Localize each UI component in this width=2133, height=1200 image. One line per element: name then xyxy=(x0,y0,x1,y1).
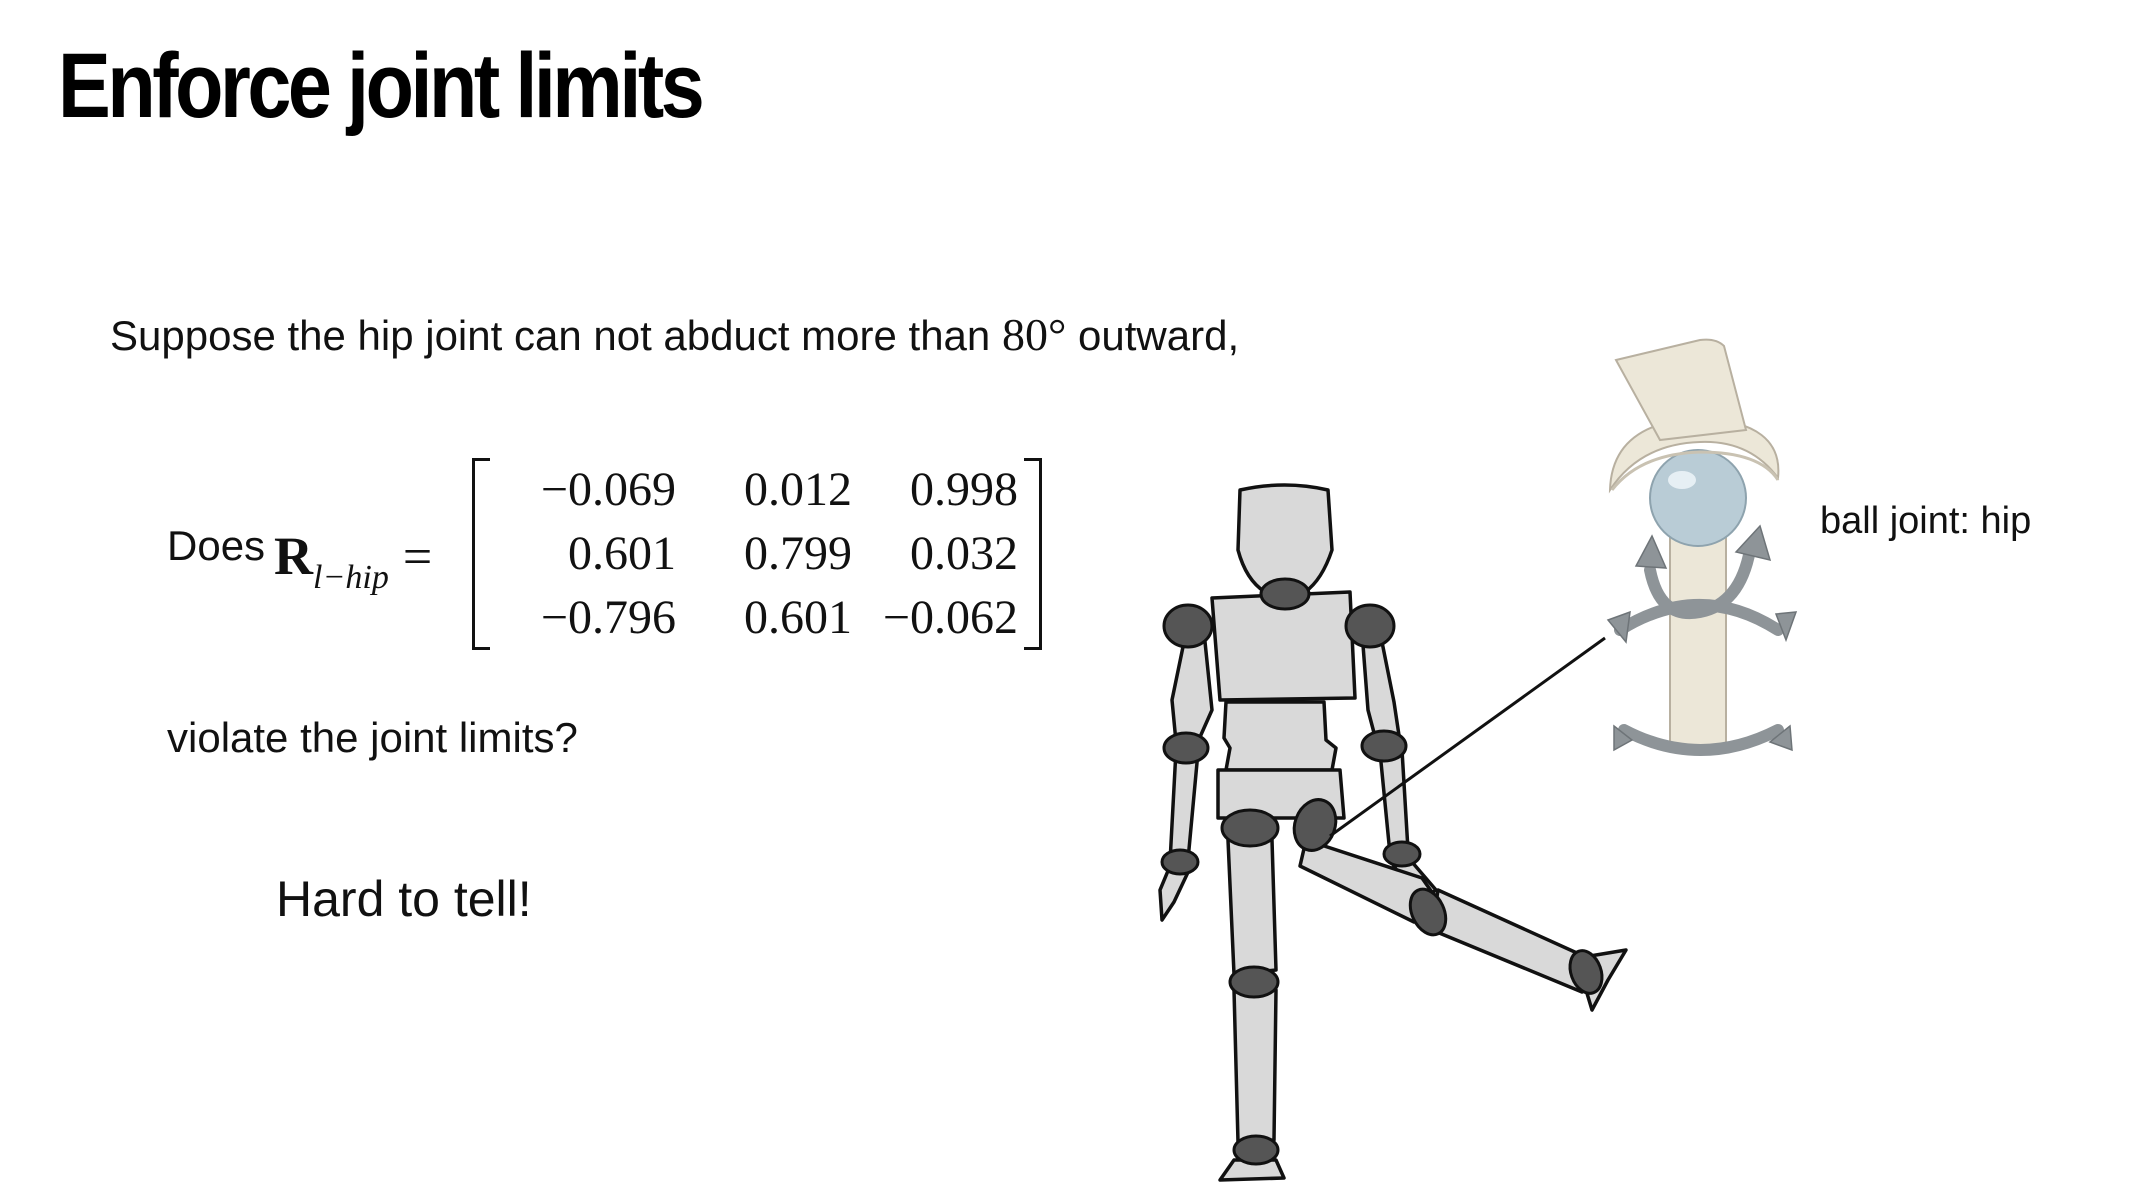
mannequin-knee-joint-right xyxy=(1408,887,1448,937)
intro-sentence: Suppose the hip joint can not abduct mor… xyxy=(110,308,1239,361)
joint-socket xyxy=(1608,416,1780,494)
mannequin-ankle-joint-left xyxy=(1232,1134,1280,1166)
question-prefix: Does xyxy=(167,522,266,569)
mannequin-forearm-right xyxy=(1378,748,1410,856)
mannequin-elbow-joint-right xyxy=(1360,729,1408,763)
matrix-row: −0.069 0.012 0.998 xyxy=(472,458,1042,522)
arrow-head-icon xyxy=(1606,610,1631,644)
question-suffix: violate the joint limits? xyxy=(167,714,578,761)
joint-upper-stem xyxy=(1614,338,1748,442)
mannequin-wrist-joint-right xyxy=(1382,840,1422,868)
mannequin-shoulder-joint-left xyxy=(1162,603,1214,649)
matrix-cell: 0.998 xyxy=(910,463,1018,516)
matrix-cell: 0.799 xyxy=(744,527,852,580)
mannequin-hip-joint-left xyxy=(1220,808,1280,848)
mannequin-ankle-joint-right xyxy=(1568,949,1604,995)
slide-title: Enforce joint limits xyxy=(58,35,705,137)
mannequin-wrist-joint-left xyxy=(1160,848,1200,876)
mannequin-thigh-left xyxy=(1226,838,1278,976)
mannequin-shin-left xyxy=(1232,988,1278,1144)
matrix-cell: −0.069 xyxy=(540,463,676,516)
arrow-head-icon xyxy=(1768,724,1793,752)
mannequin-elbow-joint-left xyxy=(1162,731,1210,765)
equals-sign: = xyxy=(402,529,433,586)
mannequin-shin-right xyxy=(1430,888,1590,994)
intro-angle: 80° xyxy=(1001,309,1067,360)
matrix-row: 0.601 0.799 0.032 xyxy=(472,522,1042,586)
answer-text: Hard to tell! xyxy=(276,871,532,927)
rotation-matrix: −0.069 0.012 0.998 0.601 0.799 0.032 −0.… xyxy=(472,458,1042,650)
mannequin-upper-arm-left xyxy=(1170,630,1214,748)
joint-ball-highlight xyxy=(1668,471,1696,489)
matrix-symbol: R xyxy=(274,526,313,586)
mannequin-abdomen xyxy=(1222,700,1338,772)
arrow-head-icon xyxy=(1634,534,1668,569)
ball-joint-illustration xyxy=(1606,338,1798,756)
mannequin-neck-joint xyxy=(1259,577,1311,611)
matrix-subscript: l−hip xyxy=(313,559,389,596)
joint-ball xyxy=(1649,449,1747,547)
matrix-cell: −0.796 xyxy=(540,591,676,644)
joint-label: ball joint: hip xyxy=(1820,500,2032,542)
rotation-symbol: Rl−hip = xyxy=(274,525,433,596)
arrow-head-icon xyxy=(1734,524,1772,562)
matrix-cell: −0.062 xyxy=(882,591,1018,644)
matrix-row: −0.796 0.601 −0.062 xyxy=(472,586,1042,650)
mannequin-knee-joint-left xyxy=(1228,965,1280,999)
mannequin-figure xyxy=(1158,483,1628,1182)
matrix-right-bracket xyxy=(1024,458,1042,650)
matrix-left-bracket xyxy=(472,458,490,650)
arrow-head-icon xyxy=(1613,724,1634,752)
intro-suffix: outward, xyxy=(1078,312,1240,359)
rotation-arrows-icon xyxy=(1614,544,1784,756)
matrix-cell: 0.012 xyxy=(744,463,852,516)
intro-text: Suppose the hip joint can not abduct mor… xyxy=(110,312,991,359)
arrow-head-icon xyxy=(1774,611,1798,643)
mannequin-forearm-left xyxy=(1168,748,1200,864)
matrix-cell: 0.032 xyxy=(910,527,1018,580)
matrix-cell: 0.601 xyxy=(744,591,852,644)
matrix-cell: 0.601 xyxy=(568,527,676,580)
mannequin-head xyxy=(1236,483,1334,594)
mannequin-shoulder-joint-right xyxy=(1344,603,1396,649)
